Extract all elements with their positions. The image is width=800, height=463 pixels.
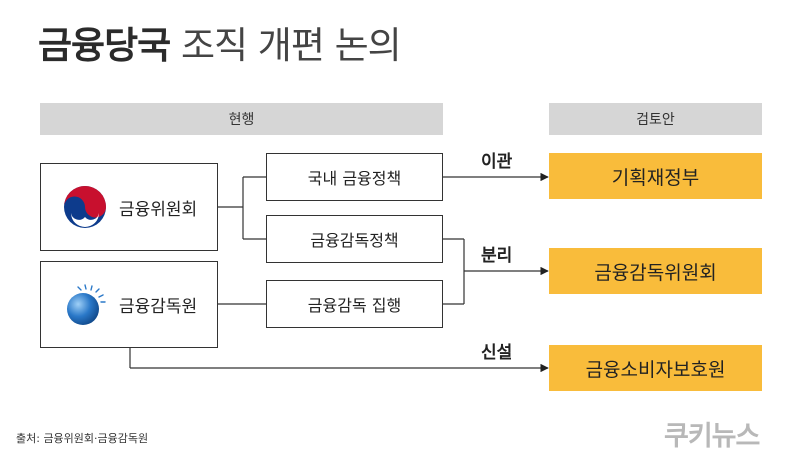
title-rest: 조직 개편 논의 [180,24,402,67]
org-fsc-label: 금융위원회 [119,199,198,220]
function-domestic-policy: 국내 금융정책 [266,153,443,201]
org-fss: 금융감독원 [40,261,218,348]
korea-government-emblem-icon [64,186,106,228]
source-note: 출처: 금융위원회·금융감독원 [16,432,149,445]
result-consumer-protection-agency: 금융소비자보호원 [549,345,762,391]
fss-globe-logo-icon [67,283,106,325]
function-supervision-enforcement: 금융감독 집행 [266,280,443,328]
page-title: 금융당국 조직 개편 논의 [38,24,402,68]
result-ministry-of-economy: 기획재정부 [549,153,762,199]
action-transfer-label: 이관 [481,152,513,172]
action-separation-label: 분리 [481,246,513,266]
header-current: 현행 [40,103,443,135]
org-fsc: 금융위원회 [40,163,218,251]
function-supervision-policy: 금융감독정책 [266,215,443,263]
result-financial-supervisory-commission: 금융감독위원회 [549,248,762,294]
org-fss-label: 금융감독원 [119,297,198,317]
header-proposal: 검토안 [549,103,762,135]
title-bold: 금융당국 [38,24,171,67]
kuki-news-logo: 쿠키뉴스 [664,421,760,452]
action-establish-label: 신설 [481,343,513,363]
